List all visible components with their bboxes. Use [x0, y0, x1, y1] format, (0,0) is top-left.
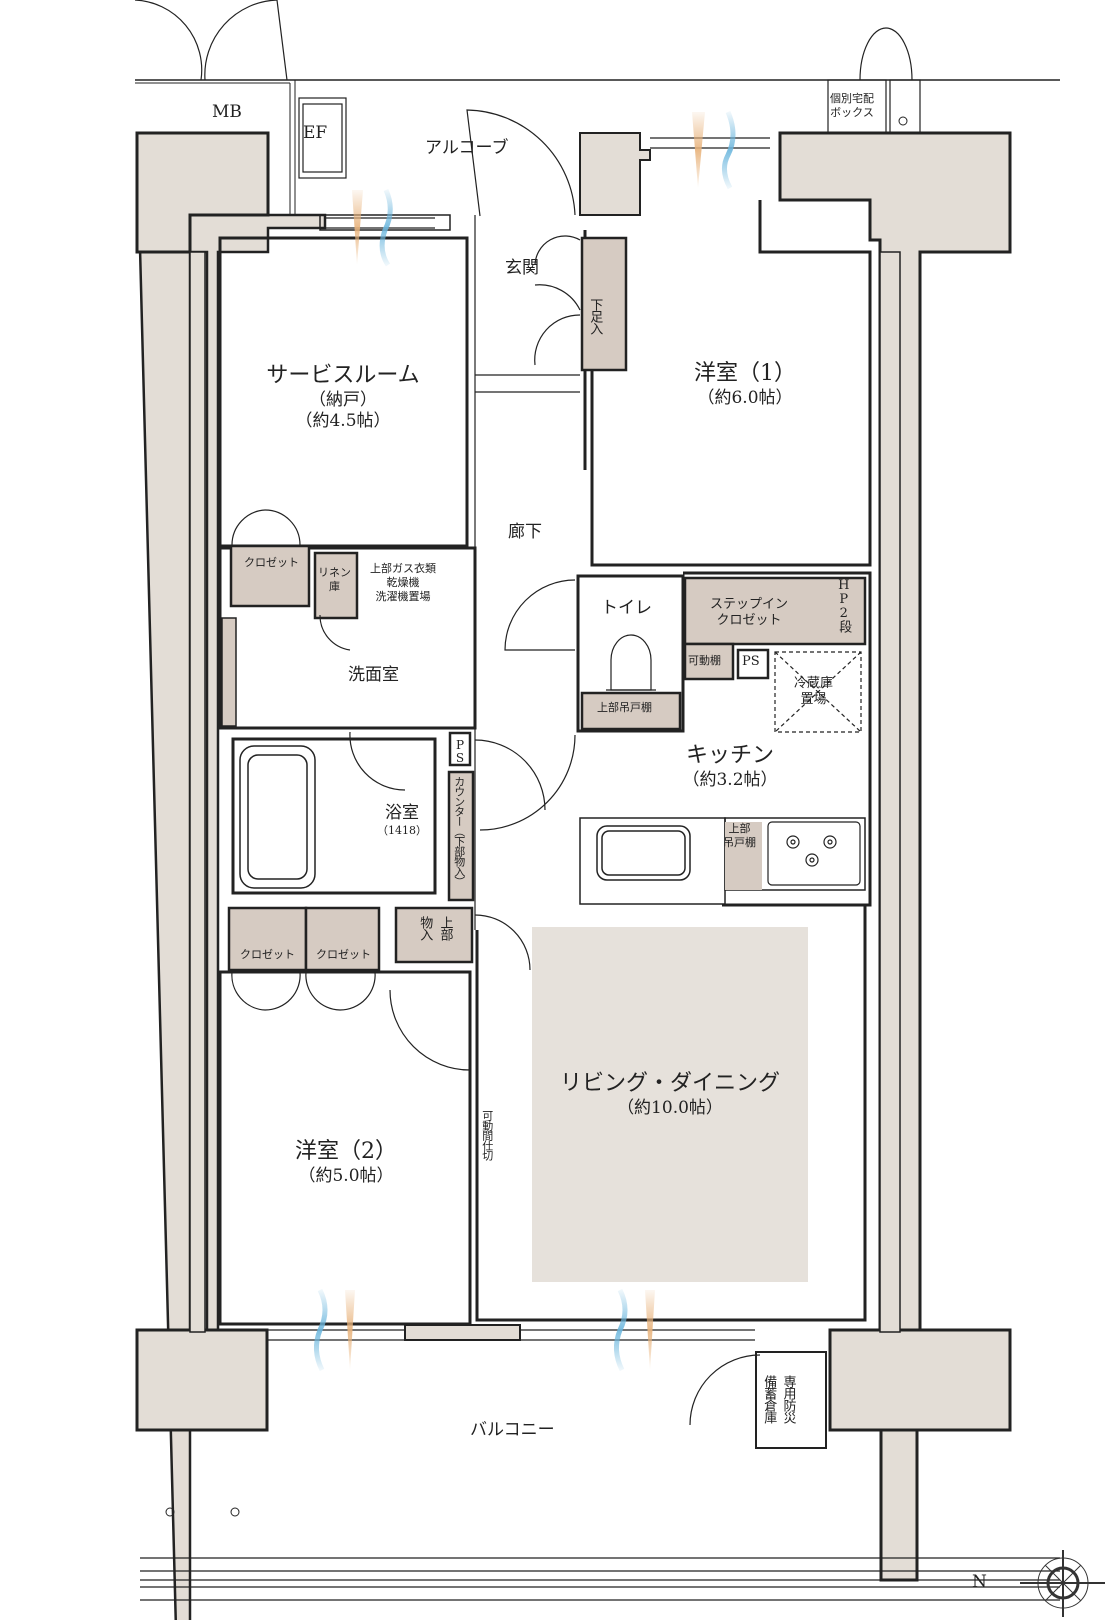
- compass-icon: [1020, 1550, 1105, 1617]
- living-floor: [532, 927, 808, 1282]
- storage-fills: [221, 236, 867, 972]
- western-room-2-label: 洋室（2） （約5.0帖）: [295, 1139, 397, 1186]
- linen-storage-label: リネン 庫: [318, 566, 351, 593]
- western-room-1-label: 洋室（1） （約6.0帖）: [694, 361, 796, 408]
- toilet-label: トイレ: [601, 598, 652, 618]
- door-arcs: [231, 235, 761, 1426]
- ps-label: PS: [742, 654, 760, 669]
- kitchen-label: キッチン （約3.2帖）: [682, 743, 778, 790]
- kitchen-upper-cabinet-label: 上部 吊戸棚: [723, 822, 756, 849]
- exterior-corridor: [134, 0, 1060, 215]
- disaster-storage-label: 専用防災 備蓄倉庫: [761, 1375, 796, 1423]
- toilet-upper-cabinet-label: 上部吊戸棚: [597, 701, 652, 714]
- ps-2-label: PS: [453, 738, 467, 764]
- step-in-closet-label: ステップイン クロゼット: [710, 597, 789, 629]
- service-room-label: サービスルーム （納戸） （約4.5帖）: [266, 363, 420, 431]
- bathtub: [239, 745, 316, 889]
- closet-w2-b-label: クロゼット: [316, 948, 371, 961]
- entrance-label: 玄関: [505, 258, 539, 278]
- delivery-box-label: 個別宅配 ボックス: [830, 92, 874, 119]
- toilet-fixture: [606, 634, 656, 691]
- alcove-label: アルコーブ: [425, 138, 509, 158]
- balcony-label: バルコニー: [470, 1420, 555, 1440]
- dryer-washer-label: 上部ガス衣類 乾燥機 洗濯機置場: [370, 562, 436, 603]
- sink: [596, 825, 691, 881]
- stove: [767, 821, 861, 886]
- washroom-label: 洗面室: [348, 665, 399, 685]
- shoe-storage-label: 下足入: [587, 298, 603, 334]
- ef-label: EF: [303, 123, 328, 143]
- bathroom-label: 浴室 （1418）: [377, 803, 427, 838]
- closet-w2-a-label: クロゼット: [240, 948, 295, 961]
- ventilation-markers: [314, 111, 736, 1372]
- mb-label: MB: [212, 102, 242, 122]
- hallway-label: 廊下: [508, 522, 542, 542]
- counter-storage-label: カウンター（下部物入）: [452, 776, 466, 886]
- structural-walls: [135, 131, 1012, 1620]
- closet-label: クロゼット: [244, 556, 299, 569]
- compass-north-label: N: [972, 1572, 987, 1592]
- hp-label: HP2段: [836, 578, 852, 632]
- movable-partition-label: 可動間仕切: [480, 1110, 494, 1160]
- upper-storage-label: 上部 物入: [417, 916, 453, 940]
- interior-walls: [140, 109, 1060, 1601]
- living-dining-label: リビング・ダイニング （約10.0帖）: [560, 1071, 781, 1118]
- movable-shelf-label: 可動棚: [688, 654, 721, 667]
- fridge-space-label: 冷蔵庫 置場: [794, 676, 834, 708]
